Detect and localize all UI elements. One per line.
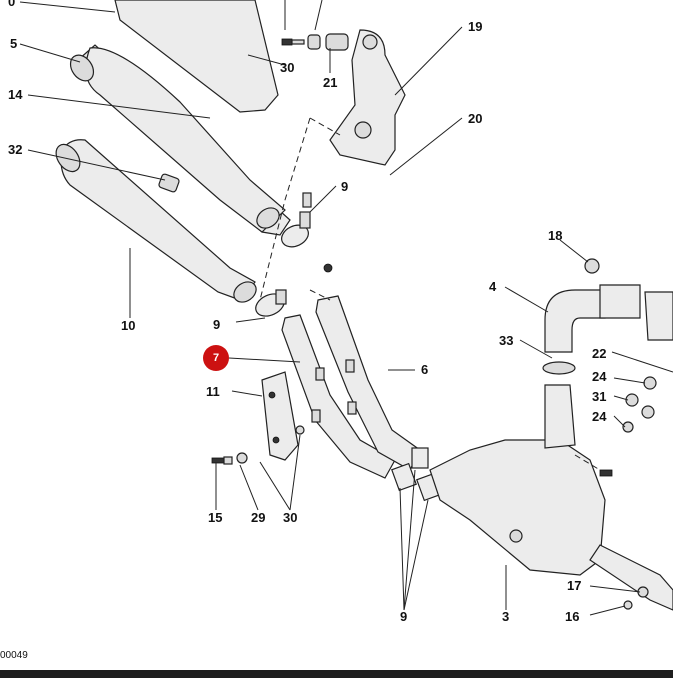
leader-lines: [19, 0, 673, 616]
callout-4: 4: [489, 279, 497, 294]
callout-24-lower: 24: [592, 409, 607, 424]
heat-shield-11: [261, 371, 299, 461]
collector-3: [429, 384, 673, 611]
bolt-row: [281, 33, 349, 51]
callout-6: 6: [421, 362, 429, 377]
callout-9-bottom: 9: [400, 609, 408, 624]
callout-30-top: 30: [280, 60, 295, 75]
clamp-bottom: [391, 447, 442, 502]
callout-16: 16: [565, 609, 580, 624]
small-parts: [584, 258, 657, 610]
rear-pipes: [281, 295, 421, 479]
callout-32: 32: [8, 142, 23, 157]
callout-33: 33: [499, 333, 514, 348]
bracket-19: [329, 29, 406, 166]
callout-14: 14: [8, 87, 23, 102]
callout-22: 22: [592, 346, 607, 361]
callout-15: 15: [208, 510, 223, 525]
callout-18: 18: [548, 228, 563, 243]
bolt-15: [211, 425, 305, 465]
assembly-guides: [259, 117, 601, 471]
callout-5: 5: [10, 36, 18, 51]
heat-shield-upper: [114, 0, 279, 113]
callout-24-upper: 24: [592, 369, 607, 384]
callout-21: 21: [323, 75, 338, 90]
selected-part-badge[interactable]: 7: [203, 345, 229, 371]
drawing-code: 00049: [0, 650, 28, 661]
callout-10: 10: [121, 318, 136, 333]
callout-17: 17: [567, 578, 582, 593]
callout-29: 29: [251, 510, 266, 525]
upper-silencer: [69, 44, 291, 236]
elbow-4: [542, 284, 673, 375]
bottom-bar: [0, 670, 673, 678]
callout-11: 11: [206, 384, 220, 399]
lower-silencer: [55, 139, 257, 303]
callout-9-left: 9: [213, 317, 221, 332]
callout-31: 31: [592, 389, 607, 404]
callout-9-upper: 9: [341, 179, 349, 194]
callout-0: 0: [8, 0, 16, 9]
callout-30-bottom: 30: [283, 510, 298, 525]
callout-3: 3: [502, 609, 510, 624]
clamp-upper: [255, 192, 333, 317]
callout-19: 19: [468, 19, 483, 34]
callout-20: 20: [468, 111, 483, 126]
